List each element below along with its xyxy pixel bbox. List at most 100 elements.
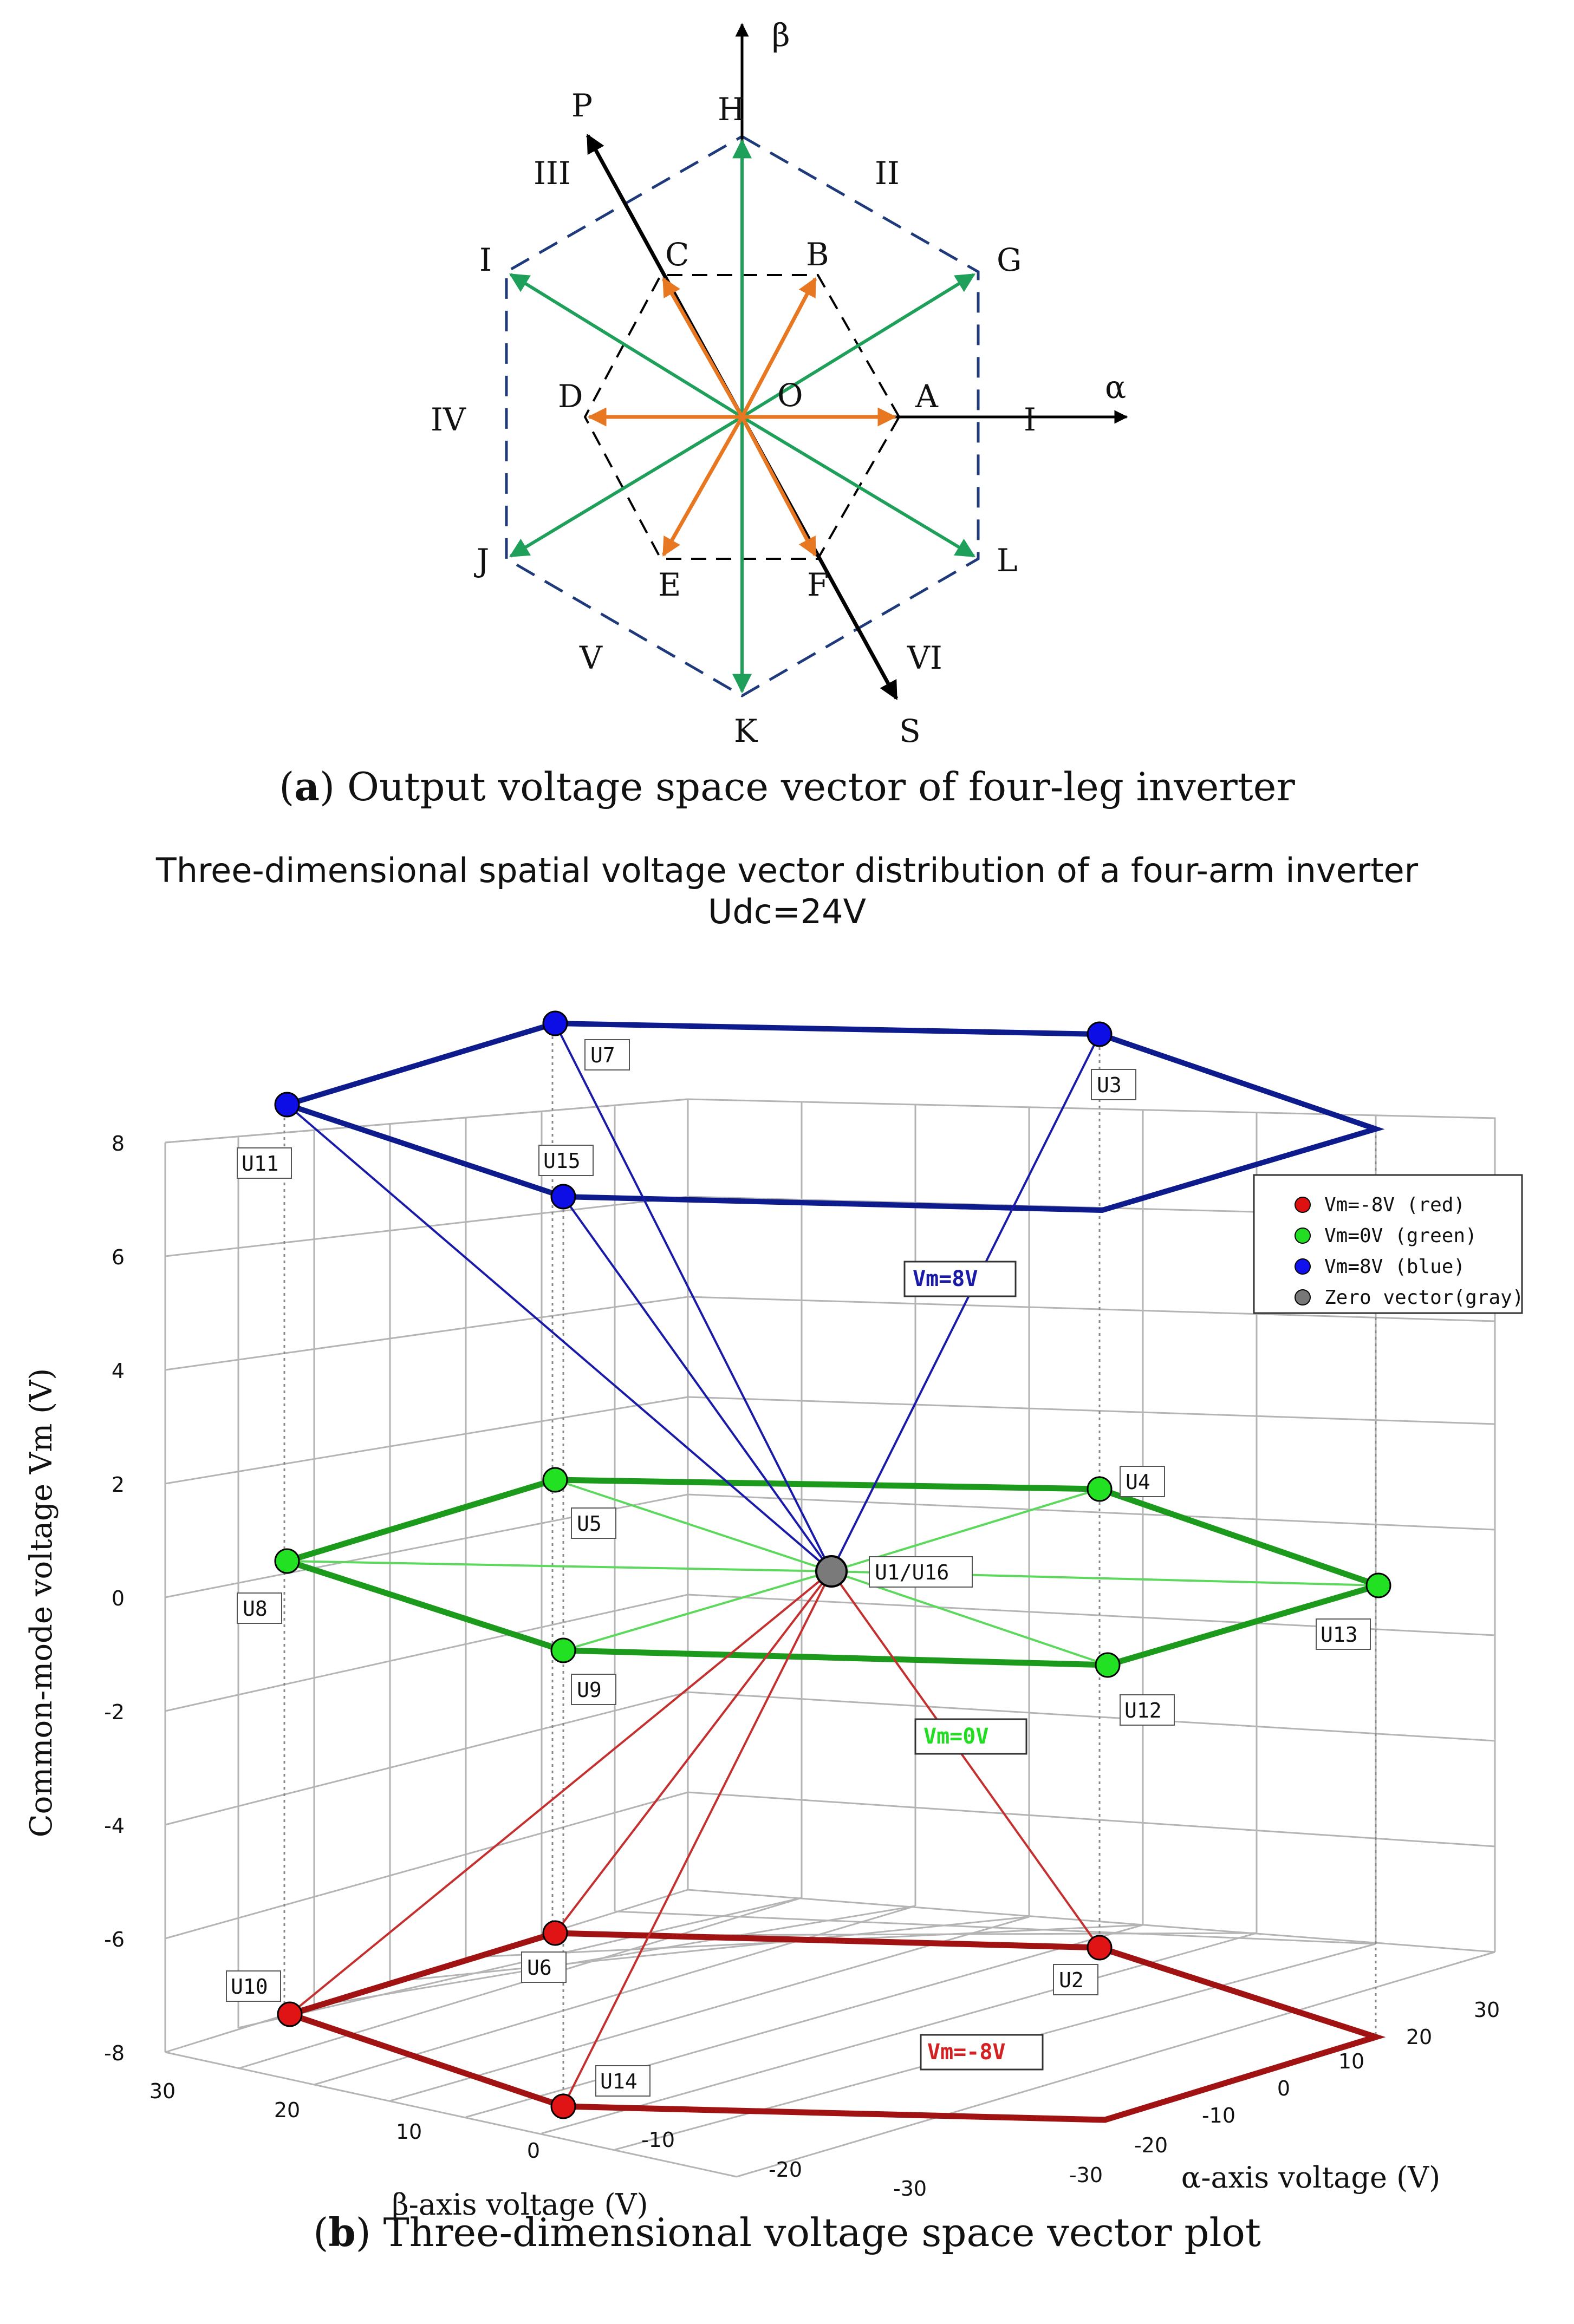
svg-text:10: 10 bbox=[1338, 2049, 1364, 2073]
legend: Vm=-8V (red) Vm=0V (green) Vm=8V (blue) … bbox=[1253, 1174, 1524, 1314]
level-label-bot: Vm=-8V bbox=[920, 2034, 1044, 2071]
level-label-top: Vm=8V bbox=[903, 1261, 1017, 1297]
svg-text:U7: U7 bbox=[590, 1043, 615, 1067]
svg-text:Vm=-8V (red): Vm=-8V (red) bbox=[1324, 1194, 1465, 1216]
label-u10: U10 bbox=[226, 1970, 281, 2002]
svg-text:2: 2 bbox=[112, 1473, 125, 1497]
blue-points bbox=[274, 1010, 1113, 1210]
sector-label-2: II bbox=[875, 155, 900, 192]
svg-text:Vm=0V: Vm=0V bbox=[923, 1724, 988, 1749]
legend-item-blue: Vm=8V (blue) bbox=[1295, 1256, 1465, 1278]
outer-vectors bbox=[509, 139, 976, 694]
svg-text:8: 8 bbox=[112, 1132, 125, 1156]
label-u6: U6 bbox=[521, 1951, 567, 1983]
label-u13: U13 bbox=[1316, 1618, 1371, 1650]
red-points bbox=[277, 1920, 1113, 2119]
sector-label-4: IV bbox=[431, 401, 466, 438]
svg-text:U1/U16: U1/U16 bbox=[875, 1561, 949, 1584]
caption-a: (a) Output voltage space vector of four-… bbox=[279, 763, 1295, 810]
svg-text:U9: U9 bbox=[577, 1678, 602, 1702]
zero-vector-point bbox=[815, 1555, 848, 1588]
point-label-s: S bbox=[899, 713, 921, 749]
caption-b: (b) Three-dimensional voltage space vect… bbox=[313, 2209, 1261, 2255]
svg-text:-10: -10 bbox=[1202, 2104, 1235, 2127]
inner-vectors bbox=[587, 277, 897, 557]
legend-item-green: Vm=0V (green) bbox=[1295, 1225, 1477, 1247]
point-label-p: P bbox=[571, 87, 593, 124]
label-u2: U2 bbox=[1053, 1964, 1098, 1995]
svg-text:U13: U13 bbox=[1321, 1623, 1358, 1647]
blue-vectors bbox=[286, 1023, 1101, 1572]
svg-text:U6: U6 bbox=[527, 1956, 552, 1980]
point-label-c: C bbox=[665, 236, 689, 273]
label-u7: U7 bbox=[584, 1039, 630, 1070]
alpha-axis-ticks: -30 -20 -10 0 10 20 30 bbox=[1069, 1998, 1500, 2187]
svg-text:Vm=-8V: Vm=-8V bbox=[927, 2040, 1006, 2065]
legend-item-gray: Zero vector(gray) bbox=[1295, 1287, 1524, 1309]
bottom-hexagon bbox=[280, 1930, 1386, 2123]
svg-text:-6: -6 bbox=[104, 1928, 125, 1951]
label-u11: U11 bbox=[237, 1147, 292, 1179]
svg-text:U8: U8 bbox=[243, 1597, 268, 1621]
svg-text:-4: -4 bbox=[104, 1814, 125, 1838]
label-u12: U12 bbox=[1120, 1694, 1175, 1726]
label-u3: U3 bbox=[1091, 1069, 1136, 1100]
svg-text:-20: -20 bbox=[769, 2158, 802, 2182]
label-u1-u16: U1/U16 bbox=[869, 1556, 973, 1588]
svg-text:U3: U3 bbox=[1097, 1073, 1122, 1097]
level-label-mid: Vm=0V bbox=[914, 1718, 1027, 1755]
beta-axis-ticks: 30 20 10 0 -10 -20 -30 bbox=[149, 2079, 927, 2201]
label-u5: U5 bbox=[571, 1507, 616, 1539]
panel-a-diagram: β α O A B C D E F G H I J K L P S I II I… bbox=[431, 17, 1128, 749]
svg-text:-8: -8 bbox=[104, 2041, 125, 2065]
sector-label-5: V bbox=[579, 639, 603, 676]
plot-title-line2: Udc=24V bbox=[707, 892, 867, 931]
plot-title-line1: Three-dimensional spatial voltage vector… bbox=[155, 851, 1419, 890]
sector-label-6: VI bbox=[907, 639, 942, 676]
point-label-k: K bbox=[734, 713, 758, 749]
point-label-d: D bbox=[558, 378, 583, 415]
point-label-e: E bbox=[658, 566, 681, 603]
svg-text:U2: U2 bbox=[1059, 1968, 1084, 1992]
sector-label-1: I bbox=[1024, 401, 1036, 438]
point-label-l: L bbox=[997, 542, 1018, 579]
point-label-i: I bbox=[479, 241, 492, 278]
label-u9: U9 bbox=[571, 1674, 616, 1705]
label-u15: U15 bbox=[538, 1145, 594, 1176]
beta-axis-label: β bbox=[772, 17, 790, 54]
svg-text:0: 0 bbox=[1277, 2077, 1290, 2100]
svg-text:0: 0 bbox=[527, 2139, 540, 2163]
svg-text:U4: U4 bbox=[1126, 1470, 1150, 1494]
svg-text:30: 30 bbox=[149, 2079, 175, 2103]
svg-text:U14: U14 bbox=[600, 2070, 638, 2093]
svg-text:U11: U11 bbox=[242, 1152, 279, 1176]
svg-text:20: 20 bbox=[274, 2098, 300, 2122]
svg-text:Vm=8V: Vm=8V bbox=[913, 1267, 978, 1291]
svg-text:30: 30 bbox=[1474, 1998, 1500, 2022]
alpha-axis-title: α-axis voltage (V) bbox=[1181, 2160, 1441, 2195]
svg-text:Vm=0V (green): Vm=0V (green) bbox=[1324, 1225, 1477, 1247]
point-label-h: H bbox=[718, 91, 745, 128]
legend-item-red: Vm=-8V (red) bbox=[1295, 1194, 1465, 1216]
point-label-g: G bbox=[997, 241, 1022, 278]
alpha-axis-label: α bbox=[1105, 369, 1126, 406]
label-u14: U14 bbox=[595, 2065, 651, 2097]
red-vectors bbox=[289, 1570, 1101, 2107]
top-hexagon bbox=[278, 1020, 1385, 1213]
label-u8: U8 bbox=[237, 1592, 282, 1624]
panel-b-plot: U7 U3 U11 U15 U5 U4 U8 U13 U9 U12 U1/U16… bbox=[24, 1010, 1524, 2222]
svg-text:-30: -30 bbox=[1069, 2163, 1103, 2187]
z-axis-ticks: 8 6 4 2 0 -2 -4 -6 -8 bbox=[104, 1132, 125, 2065]
svg-text:-2: -2 bbox=[104, 1700, 125, 1724]
svg-text:0: 0 bbox=[112, 1587, 125, 1610]
point-label-f: F bbox=[807, 566, 829, 603]
plot-title: Three-dimensional spatial voltage vector… bbox=[0, 850, 1574, 932]
svg-text:-10: -10 bbox=[641, 2128, 675, 2152]
svg-text:4: 4 bbox=[112, 1359, 125, 1383]
beta-axis-title: β-axis voltage (V) bbox=[392, 2188, 648, 2222]
svg-text:-20: -20 bbox=[1134, 2133, 1168, 2157]
svg-text:20: 20 bbox=[1406, 2025, 1432, 2049]
label-u4: U4 bbox=[1120, 1466, 1165, 1497]
svg-text:U15: U15 bbox=[543, 1149, 581, 1173]
point-label-j: J bbox=[474, 542, 489, 579]
